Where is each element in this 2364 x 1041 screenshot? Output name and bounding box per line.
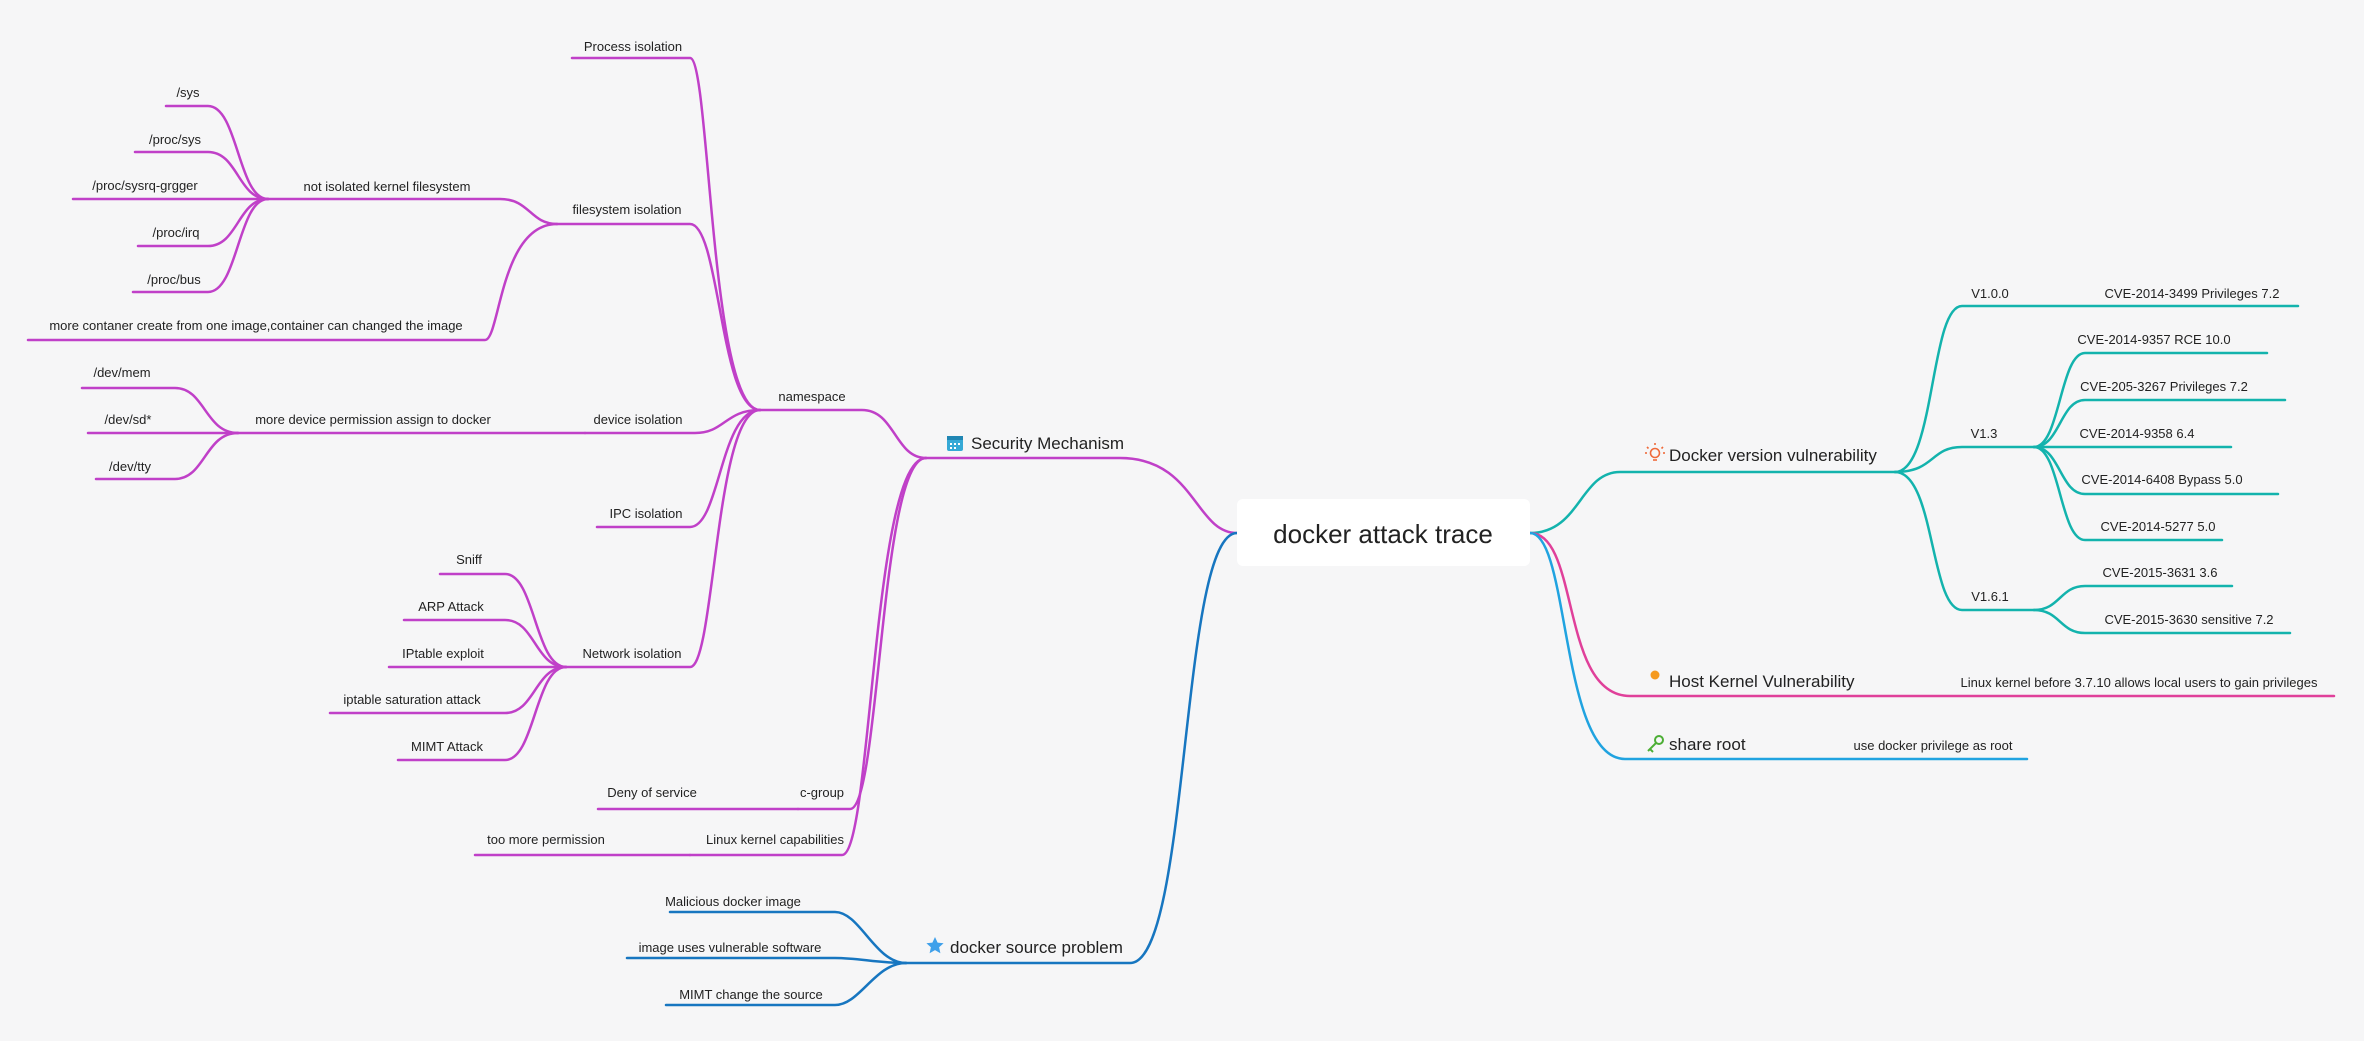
node-cve-2015-3631[interactable]: CVE-2015-3631 3.6 bbox=[2103, 565, 2218, 580]
calendar-icon bbox=[947, 436, 963, 451]
node-mimt-change-source[interactable]: MIMT change the source bbox=[679, 987, 823, 1002]
node-dev-sd[interactable]: /dev/sd* bbox=[105, 412, 152, 427]
node-vulnerable-software[interactable]: image uses vulnerable software bbox=[639, 940, 822, 955]
user-icon bbox=[1650, 670, 1660, 680]
security-subtree: namespace Process isolation filesystem i… bbox=[49, 39, 845, 847]
key-icon bbox=[1647, 735, 1664, 753]
node-not-isolated-kernel-fs[interactable]: not isolated kernel filesystem bbox=[304, 179, 471, 194]
kernel-share-subtree: Linux kernel before 3.7.10 allows local … bbox=[1854, 675, 2318, 753]
docker-source-connectors bbox=[625, 531, 1239, 1007]
node-process-isolation[interactable]: Process isolation bbox=[584, 39, 682, 54]
kernel-vulnerability-connectors bbox=[1528, 531, 2336, 698]
node-cve-2014-9357[interactable]: CVE-2014-9357 RCE 10.0 bbox=[2077, 332, 2230, 347]
node-proc-sys[interactable]: /proc/sys bbox=[149, 132, 202, 147]
topic-source-label: docker source problem bbox=[950, 938, 1123, 957]
node-cve-2015-3630[interactable]: CVE-2015-3630 sensitive 7.2 bbox=[2104, 612, 2273, 627]
topic-share-label: share root bbox=[1669, 735, 1746, 754]
node-cve-205-3267[interactable]: CVE-205-3267 Privileges 7.2 bbox=[2080, 379, 2248, 394]
topic-host-kernel[interactable]: Host Kernel Vulnerability bbox=[1647, 670, 1855, 692]
node-ipc-isolation[interactable]: IPC isolation bbox=[610, 506, 683, 521]
security-mechanism-connectors bbox=[26, 56, 1239, 857]
node-c-group[interactable]: c-group bbox=[800, 785, 844, 800]
node-proc-bus[interactable]: /proc/bus bbox=[147, 272, 201, 287]
root-node[interactable]: docker attack trace bbox=[1237, 499, 1530, 566]
topic-kernel-label: Host Kernel Vulnerability bbox=[1669, 672, 1855, 691]
node-v1-3[interactable]: V1.3 bbox=[1971, 426, 1998, 441]
lightbulb-icon bbox=[1645, 443, 1665, 461]
topic-version-label: Docker version vulnerability bbox=[1669, 446, 1877, 465]
node-linux-kernel-before[interactable]: Linux kernel before 3.7.10 allows local … bbox=[1961, 675, 2318, 690]
node-proc-sysrq[interactable]: /proc/sysrq-grgger bbox=[92, 178, 198, 193]
node-cve-2014-3499[interactable]: CVE-2014-3499 Privileges 7.2 bbox=[2105, 286, 2280, 301]
node-namespace[interactable]: namespace bbox=[778, 389, 845, 404]
node-use-docker-privilege[interactable]: use docker privilege as root bbox=[1854, 738, 2013, 753]
share-root-connectors bbox=[1528, 531, 2029, 761]
topic-security-mechanism[interactable]: Security Mechanism bbox=[947, 434, 1124, 453]
node-dev-mem[interactable]: /dev/mem bbox=[93, 365, 150, 380]
node-sys[interactable]: /sys bbox=[176, 85, 200, 100]
topic-share-root[interactable]: share root bbox=[1647, 735, 1746, 754]
node-cve-2014-9358[interactable]: CVE-2014-9358 6.4 bbox=[2080, 426, 2195, 441]
topic-docker-source[interactable]: docker source problem bbox=[926, 937, 1123, 957]
source-subtree: Malicious docker image image uses vulner… bbox=[639, 894, 823, 1002]
node-device-isolation[interactable]: device isolation bbox=[594, 412, 683, 427]
node-filesystem-isolation[interactable]: filesystem isolation bbox=[572, 202, 681, 217]
topic-security-label: Security Mechanism bbox=[971, 434, 1124, 453]
node-mimt-attack[interactable]: MIMT Attack bbox=[411, 739, 483, 754]
star-icon bbox=[926, 937, 944, 954]
node-iptable-saturation[interactable]: iptable saturation attack bbox=[343, 692, 481, 707]
topic-docker-version[interactable]: Docker version vulnerability bbox=[1645, 443, 1877, 465]
node-cve-2014-6408[interactable]: CVE-2014-6408 Bypass 5.0 bbox=[2081, 472, 2242, 487]
node-iptable-exploit[interactable]: IPtable exploit bbox=[402, 646, 484, 661]
version-vulnerability-connectors bbox=[1528, 304, 2300, 635]
node-dev-tty[interactable]: /dev/tty bbox=[109, 459, 151, 474]
node-linux-kernel-capabilities[interactable]: Linux kernel capabilities bbox=[706, 832, 845, 847]
node-deny-of-service[interactable]: Deny of service bbox=[607, 785, 697, 800]
root-box bbox=[1237, 499, 1530, 566]
node-malicious-image[interactable]: Malicious docker image bbox=[665, 894, 801, 909]
root-title: docker attack trace bbox=[1273, 519, 1493, 549]
node-arp-attack[interactable]: ARP Attack bbox=[418, 599, 484, 614]
node-v1-0-0[interactable]: V1.0.0 bbox=[1971, 286, 2009, 301]
node-more-device-permission[interactable]: more device permission assign to docker bbox=[255, 412, 491, 427]
node-more-container[interactable]: more contaner create from one image,cont… bbox=[49, 318, 462, 333]
node-cve-2014-5277[interactable]: CVE-2014-5277 5.0 bbox=[2101, 519, 2216, 534]
node-proc-irq[interactable]: /proc/irq bbox=[153, 225, 200, 240]
node-sniff[interactable]: Sniff bbox=[456, 552, 482, 567]
version-subtree: V1.0.0 CVE-2014-3499 Privileges 7.2 V1.3… bbox=[1971, 286, 2280, 627]
node-too-more-permission[interactable]: too more permission bbox=[487, 832, 605, 847]
node-v1-6-1[interactable]: V1.6.1 bbox=[1971, 589, 2009, 604]
node-network-isolation[interactable]: Network isolation bbox=[583, 646, 682, 661]
